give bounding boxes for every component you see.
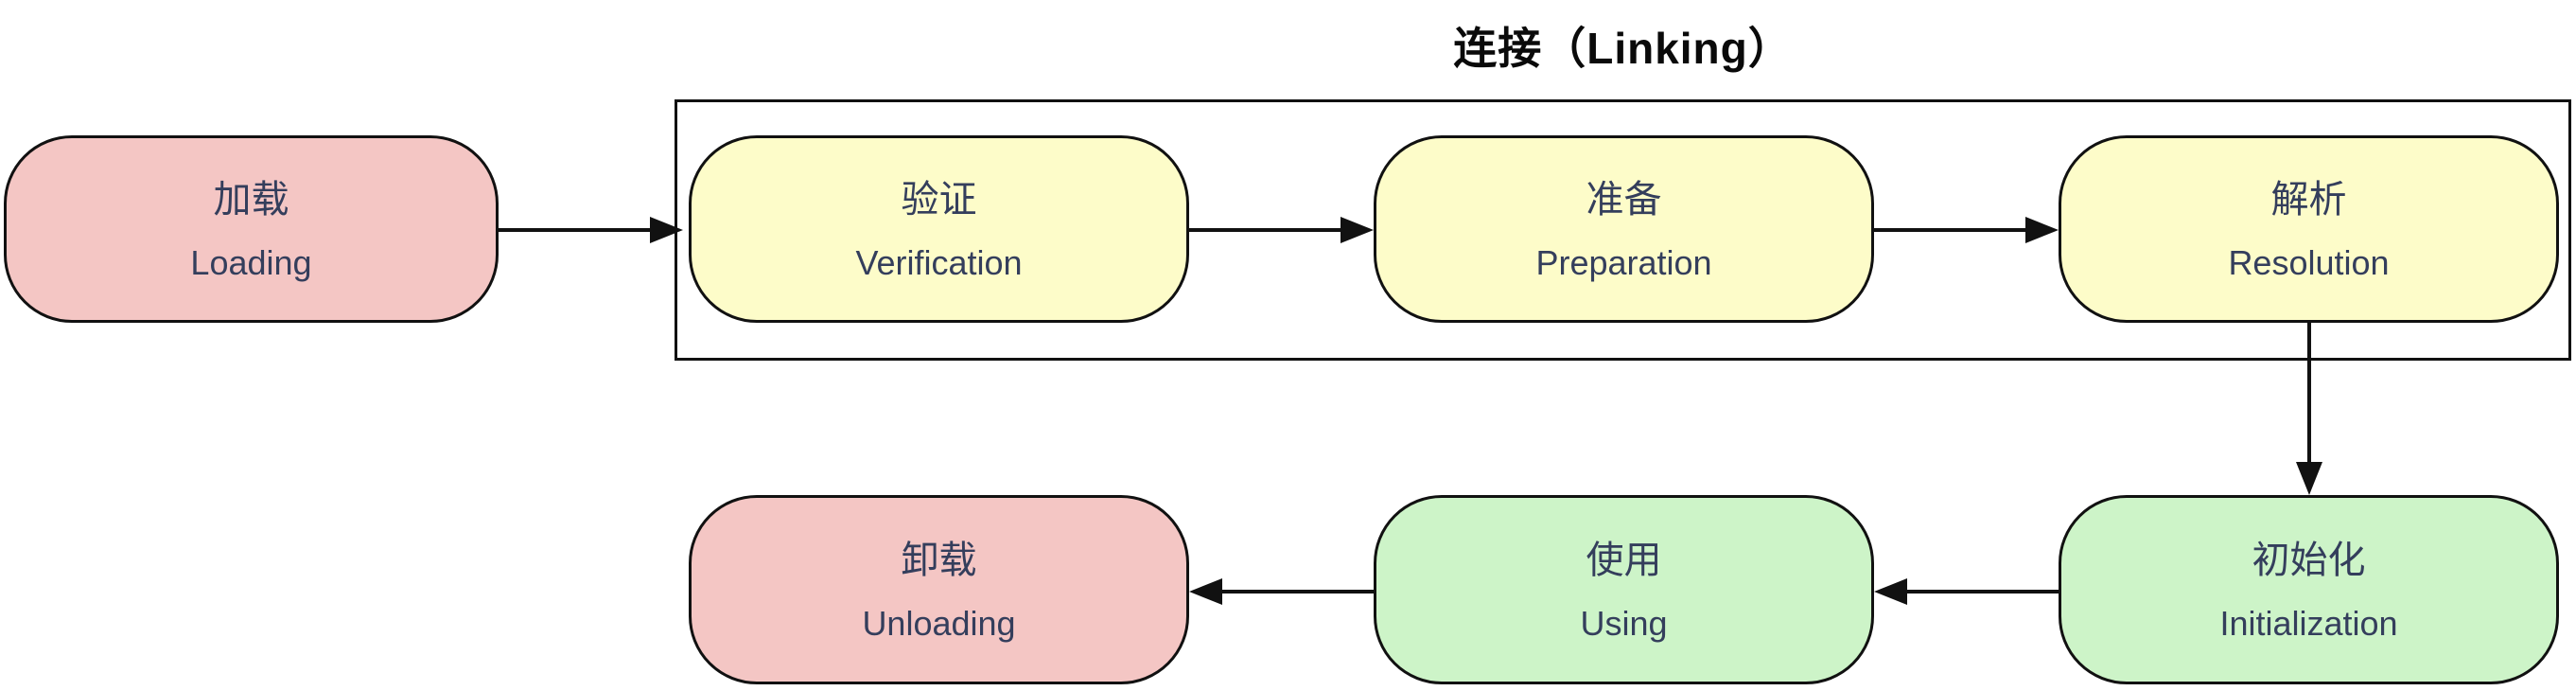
node-resolution: 解析 Resolution: [2059, 135, 2559, 323]
node-preparation-en-label: Preparation: [1535, 243, 1712, 282]
node-using-en-label: Using: [1580, 604, 1668, 643]
arrow-loading-to-verification: [499, 217, 683, 243]
node-preparation-zh-label: 准备: [1586, 179, 1662, 221]
node-initialization-zh-label: 初始化: [2252, 540, 2366, 581]
arrow-using-to-unloading: [1189, 578, 1374, 605]
node-initialization-en-label: Initialization: [2219, 604, 2398, 643]
node-loading-en-label: Loading: [190, 243, 312, 282]
arrow-initialization-to-using: [1874, 578, 2059, 605]
node-verification-zh-label: 验证: [901, 179, 977, 221]
node-verification-en-label: Verification: [855, 243, 1023, 282]
node-unloading-en-label: Unloading: [862, 604, 1016, 643]
node-unloading-zh-label: 卸载: [901, 540, 977, 581]
node-unloading: 卸载 Unloading: [689, 495, 1189, 684]
node-verification: 验证 Verification: [689, 135, 1189, 323]
node-loading: 加载 Loading: [4, 135, 499, 323]
node-loading-zh-label: 加载: [213, 179, 289, 221]
node-initialization: 初始化 Initialization: [2059, 495, 2559, 684]
linking-group-title: 连接（Linking）: [1453, 24, 1793, 73]
node-resolution-en-label: Resolution: [2228, 243, 2390, 282]
node-resolution-zh-label: 解析: [2270, 179, 2347, 221]
node-using: 使用 Using: [1374, 495, 1874, 684]
node-preparation: 准备 Preparation: [1374, 135, 1874, 323]
node-using-zh-label: 使用: [1586, 540, 1662, 581]
